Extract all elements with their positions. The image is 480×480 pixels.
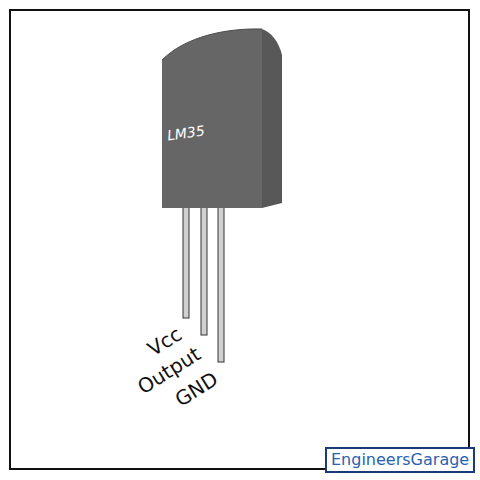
pin-lead xyxy=(183,205,189,318)
pin-lead xyxy=(218,205,224,362)
package-edge xyxy=(162,29,262,60)
pin-lead xyxy=(201,205,207,335)
package-side xyxy=(262,29,282,208)
watermark: EngineersGarage xyxy=(325,447,475,473)
sensor-body: LM35 xyxy=(155,25,285,210)
package-front xyxy=(162,29,262,208)
frame xyxy=(10,10,469,469)
package-outline xyxy=(155,25,285,210)
